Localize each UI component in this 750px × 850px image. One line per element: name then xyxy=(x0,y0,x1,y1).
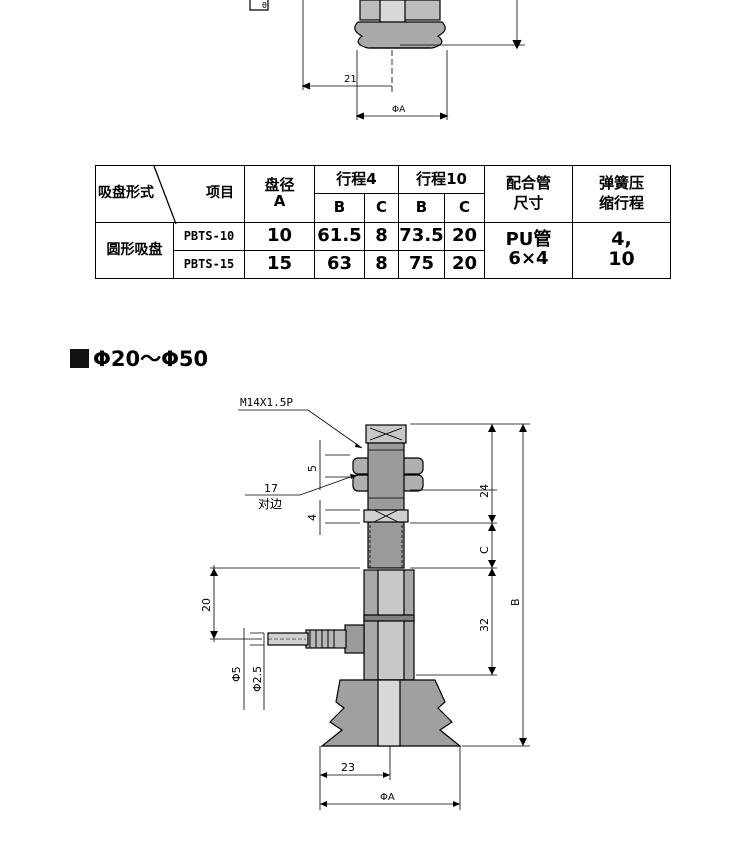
subheader-b-stroke10: B xyxy=(398,193,445,223)
c10-cell: 20 xyxy=(444,249,485,280)
c4-cell: 8 xyxy=(364,249,399,280)
section-title: Φ20～Φ50 xyxy=(93,347,209,371)
b10-cell: 73.5 xyxy=(398,221,445,251)
top-dim-phiA: ΦA xyxy=(392,105,406,115)
square-bullet-icon xyxy=(70,348,89,368)
b10-cell: 75 xyxy=(398,249,445,280)
b4-cell: 63 xyxy=(314,249,365,280)
main-drawing: M14X1.5P 17 对边 5 4 20 Φ5 Φ2.5 24 C 32 B … xyxy=(200,396,530,810)
section-heading: Φ20～Φ50 xyxy=(70,343,208,373)
dim-phiA: ΦA xyxy=(380,792,395,803)
dim-24: 24 xyxy=(478,484,491,498)
across-flats-text: 对边 xyxy=(258,497,282,511)
row-group-round-cup: 圆形吸盘 xyxy=(95,221,174,279)
table-row: PBTS-15 15 63 8 75 20 xyxy=(96,249,671,280)
subheader-b-stroke4: B xyxy=(314,193,365,223)
header-spring-stroke: 弹簧压 缩行程 xyxy=(572,165,671,223)
table-corner-cell: 吸盘形式 项目 xyxy=(95,165,245,224)
dim-B: B xyxy=(509,598,522,606)
dim-32: 32 xyxy=(478,618,491,632)
subheader-c-stroke10: C xyxy=(444,193,485,223)
top-drawing: θ 21 ΦA xyxy=(249,0,525,120)
top-dim-21: 21 xyxy=(344,74,357,85)
dim-4: 4 xyxy=(306,514,319,521)
spec-table: 吸盘形式 项目 盘径 A 行程4 行程10 配合管 尺寸 弹簧压 缩行程 B C… xyxy=(95,164,671,280)
header-stroke-4: 行程4 xyxy=(314,164,399,195)
model-cell: PBTS-15 xyxy=(173,249,245,280)
corner-diagonal xyxy=(153,166,177,224)
header-cup-type: 吸盘形式 xyxy=(98,185,154,201)
header-disc-diameter: 盘径 A xyxy=(244,165,315,223)
subheader-c-stroke4: C xyxy=(364,193,399,223)
pipe-size-cell: PU管 6×4 xyxy=(484,221,573,279)
header-stroke-10: 行程10 xyxy=(398,164,485,195)
across-flats-number: 17 xyxy=(264,482,278,495)
dim-C: C xyxy=(478,546,491,554)
dim-20: 20 xyxy=(200,598,213,612)
partial-label: θ xyxy=(262,1,267,10)
dim-phi2-5: Φ2.5 xyxy=(251,666,264,692)
spring-stroke-cell: 4, 10 xyxy=(572,221,671,279)
disc-cell: 15 xyxy=(244,249,315,280)
dim-5: 5 xyxy=(306,465,319,472)
dim-phi5: Φ5 xyxy=(230,666,243,682)
dim-23: 23 xyxy=(341,761,355,774)
table-row: 圆形吸盘 PBTS-10 10 61.5 8 73.5 20 PU管 6×4 4… xyxy=(95,221,671,279)
thread-label: M14X1.5P xyxy=(240,396,293,409)
disc-cell: 10 xyxy=(244,221,315,251)
header-pipe-size: 配合管 尺寸 xyxy=(484,165,573,223)
b4-cell: 61.5 xyxy=(314,221,365,251)
c10-cell: 20 xyxy=(444,221,485,251)
header-item: 项目 xyxy=(206,185,234,201)
c4-cell: 8 xyxy=(364,221,399,251)
model-cell: PBTS-10 xyxy=(173,221,245,251)
